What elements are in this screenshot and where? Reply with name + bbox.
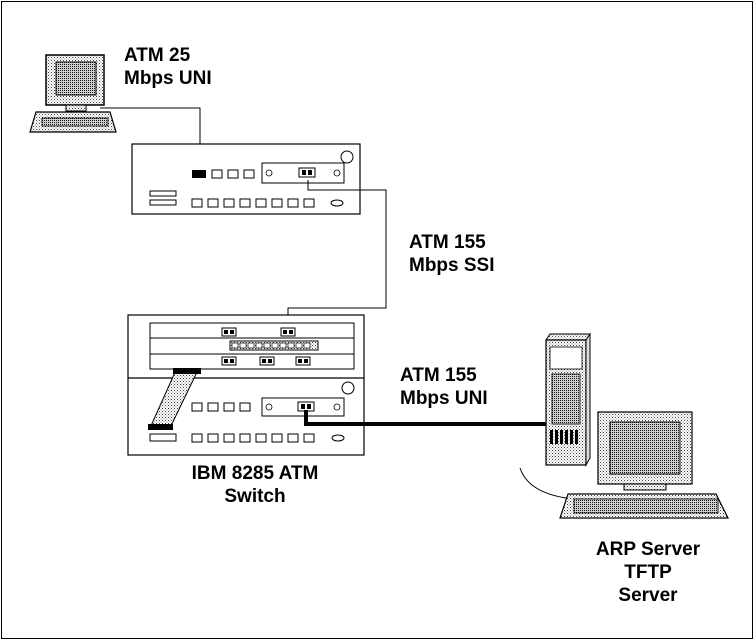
- server-label-line3: Server: [580, 584, 716, 607]
- atm155-ssi-label-line2: Mbps SSI: [409, 254, 495, 277]
- server-label-line2: TFTP: [580, 561, 716, 584]
- workstation-icon: [30, 55, 116, 132]
- keyboard-cable: [520, 468, 566, 498]
- atm25-label-line1: ATM 25: [124, 44, 212, 67]
- server-label: ARP Server TFTP Server: [580, 538, 716, 607]
- atm155-uni-label-line2: Mbps UNI: [400, 387, 488, 410]
- switch-label: IBM 8285 ATM Switch: [185, 462, 325, 508]
- atm25-label-line2: Mbps UNI: [124, 67, 212, 90]
- switch-label-line1: IBM 8285 ATM: [185, 462, 325, 485]
- keyboard-icon: [560, 494, 728, 518]
- atm25-label: ATM 25 Mbps UNI: [124, 44, 212, 90]
- atm155-ssi-label: ATM 155 Mbps SSI: [409, 231, 495, 277]
- server-tower-icon: [546, 334, 590, 465]
- switch-label-line2: Switch: [185, 485, 325, 508]
- server-label-line1: ARP Server: [580, 538, 716, 561]
- monitor-icon: [598, 412, 692, 490]
- atm155-ssi-label-line1: ATM 155: [409, 231, 495, 254]
- atm-concentrator-icon: [132, 144, 360, 214]
- atm155-uni-label-line1: ATM 155: [400, 364, 488, 387]
- atm155-uni-label: ATM 155 Mbps UNI: [400, 364, 488, 410]
- atm-switch-icon: [128, 315, 364, 455]
